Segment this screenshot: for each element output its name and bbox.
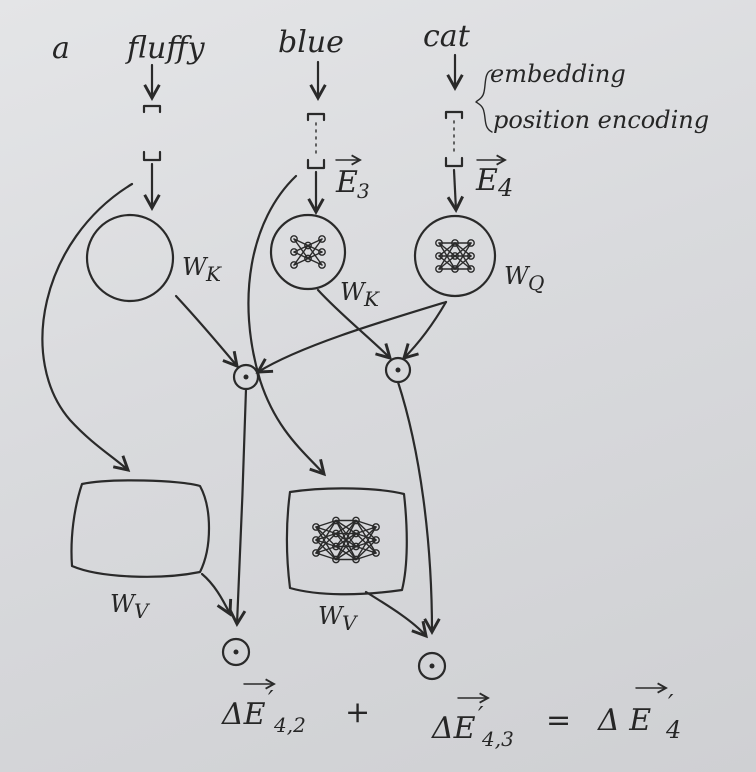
- svg-text:V: V: [342, 611, 359, 635]
- wv-label-blue: W V: [318, 602, 359, 635]
- note-embedding: embedding: [490, 60, 626, 88]
- delta-e-4: Δ E ′ 4: [597, 688, 681, 744]
- edge-query-to-dot-left: [258, 300, 448, 372]
- wq-network-cat: [413, 214, 497, 298]
- svg-text:W: W: [318, 602, 345, 630]
- wk-label-fluffy: W K: [182, 253, 222, 286]
- svg-text:4,3: 4,3: [481, 727, 514, 751]
- edge-dot-left-to-output: [237, 387, 248, 624]
- svg-text:W: W: [340, 278, 367, 306]
- svg-text:ΔE: ΔE: [431, 711, 476, 746]
- svg-text:4: 4: [497, 174, 513, 202]
- wv-network-blue: [285, 487, 408, 596]
- svg-text:E: E: [475, 163, 498, 198]
- edge-key-blue-to-dot-right: [316, 288, 390, 358]
- annotation-brace: [475, 69, 493, 133]
- dot-product-node-right: [384, 356, 412, 384]
- token-fluffy: fluffy: [125, 31, 206, 66]
- embedding-vector-blue: [306, 112, 326, 170]
- edge-query-to-dot-right: [404, 300, 448, 358]
- edge-dot-right-to-output: [396, 380, 432, 632]
- svg-text:4: 4: [665, 716, 681, 744]
- svg-text:Δ E: Δ E: [597, 703, 651, 738]
- embedding-vector-fluffy: [142, 104, 162, 162]
- wk-label-blue: W K: [340, 278, 380, 311]
- svg-text:W: W: [110, 590, 137, 618]
- wk-network-blue: [269, 213, 347, 291]
- dot-product-node-left: [232, 363, 260, 391]
- svg-text:E: E: [335, 165, 358, 200]
- svg-text:′: ′: [268, 686, 274, 714]
- label-e3: E 3: [335, 160, 370, 203]
- svg-text:′: ′: [668, 690, 674, 718]
- arrow-into-wq-cat: [454, 168, 456, 210]
- wk-blob-fluffy: [85, 213, 175, 303]
- edge-value-fluffy-to-output: [200, 572, 230, 614]
- token-cat: cat: [423, 19, 471, 54]
- note-position-encoding: position encoding: [493, 106, 709, 134]
- wq-label-cat: W Q: [504, 262, 544, 295]
- svg-text:′: ′: [478, 702, 484, 730]
- equals-sign: =: [546, 703, 571, 738]
- output-product-node-left: [221, 637, 251, 667]
- svg-text:K: K: [363, 287, 380, 311]
- wv-label-fluffy: W V: [110, 590, 151, 623]
- svg-text:W: W: [504, 262, 531, 290]
- wv-box-fluffy: [70, 479, 211, 578]
- delta-e-4-3: ΔE ′ 4,3: [431, 698, 514, 751]
- edge-value-blue-to-output: [364, 590, 426, 636]
- delta-e-4-2: ΔE ′ 4,2: [221, 684, 306, 737]
- token-blue: blue: [278, 25, 344, 60]
- svg-text:3: 3: [357, 179, 370, 203]
- edge-key-fluffy-to-dot-left: [174, 294, 237, 366]
- svg-text:ΔE: ΔE: [221, 697, 266, 732]
- label-e4: E 4: [475, 160, 513, 202]
- token-a: a: [52, 31, 70, 66]
- embedding-vector-cat: [444, 110, 464, 168]
- output-product-node-right: [417, 651, 447, 681]
- svg-text:K: K: [205, 262, 222, 286]
- svg-text:V: V: [134, 599, 151, 623]
- edge-blue-to-value: [247, 174, 324, 474]
- edge-fluffy-to-value: [41, 182, 134, 470]
- svg-text:W: W: [182, 253, 209, 281]
- svg-text:Q: Q: [528, 271, 544, 295]
- plus-sign: +: [345, 695, 370, 730]
- svg-text:4,2: 4,2: [273, 713, 306, 737]
